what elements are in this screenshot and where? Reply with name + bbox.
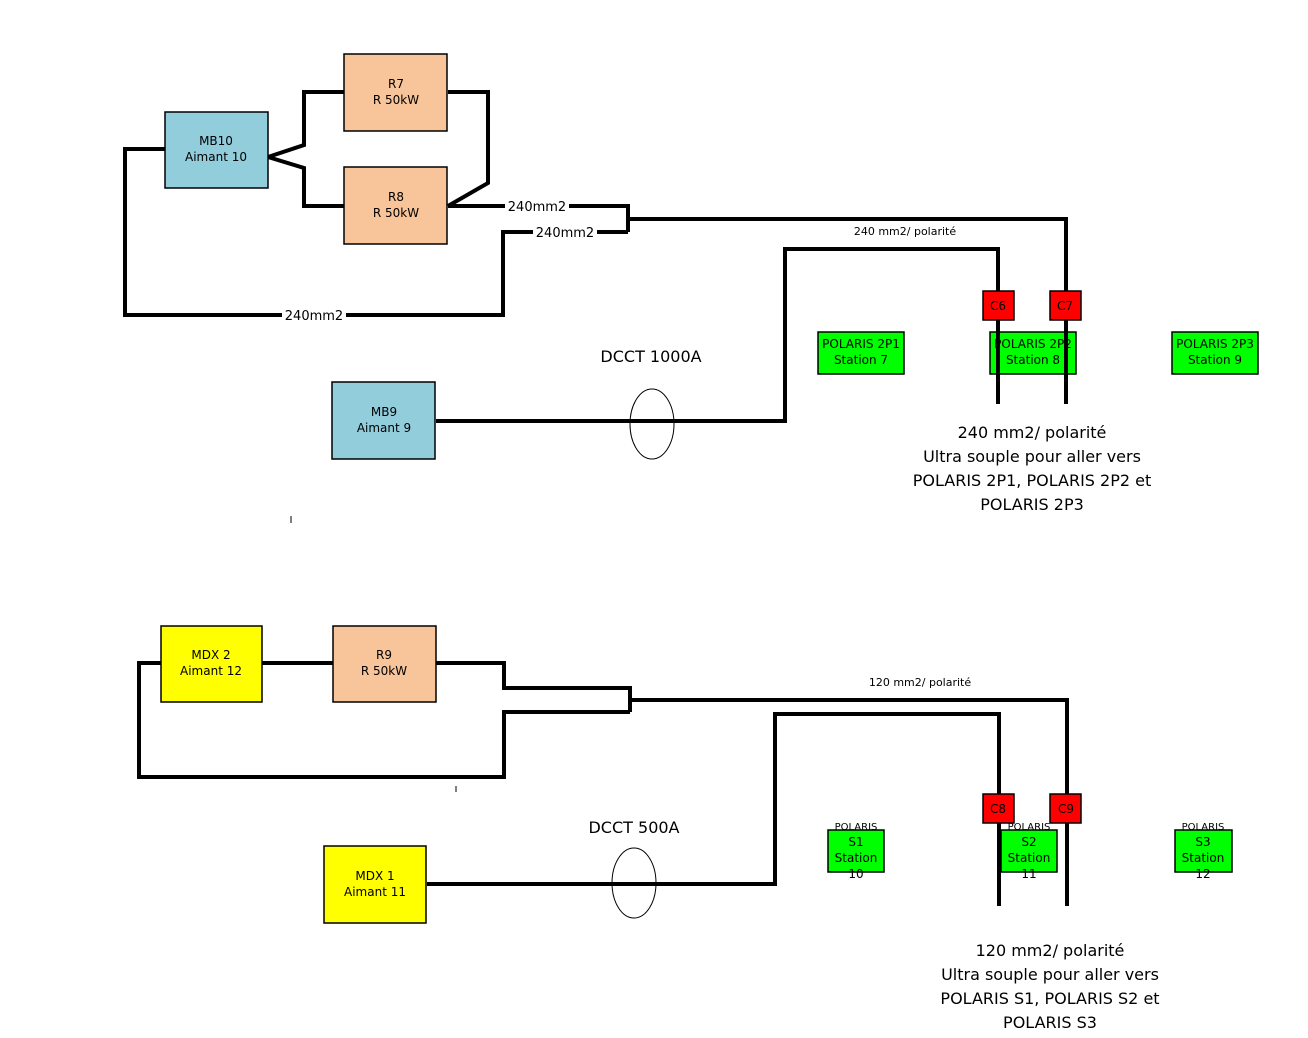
magnet-desc: Aimant 12: [180, 664, 242, 678]
resistor-rating: R 50kW: [361, 664, 407, 678]
station-polaris-s3[interactable]: POLARIS S3 Station 12: [1174, 822, 1233, 881]
cable-label-top: 240mm2: [508, 200, 566, 215]
magnet-name: MDX 1: [355, 869, 394, 883]
svg-text:POLARIS S1, POLARIS S2 et: POLARIS S1, POLARIS S2 et: [940, 989, 1159, 1008]
wire-r7-to-r8: [447, 90, 490, 208]
cable-run-label: 120 mm2/ polarité: [869, 676, 972, 689]
dcct-label: DCCT 500A: [588, 818, 679, 837]
magnet-desc: Aimant 9: [357, 421, 411, 435]
resistor-name: R9: [376, 648, 392, 662]
station-brand: POLARIS: [835, 822, 878, 833]
resistor-r9[interactable]: R9 R 50kW: [332, 625, 437, 703]
connector-c8[interactable]: C8: [982, 793, 1015, 824]
station-number: Station 8: [1006, 353, 1060, 367]
cable-label-bottom: 240mm2: [285, 309, 343, 324]
magnet-mb10[interactable]: MB10 Aimant 10: [164, 111, 269, 189]
resistor-name: R8: [388, 190, 404, 204]
station-name: POLARIS 2P3: [1176, 337, 1254, 351]
wire-r9-out: [436, 661, 632, 712]
station-name: S3: [1195, 835, 1210, 849]
cable-run-label: 240 mm2/ polarité: [854, 225, 957, 238]
circuit-1: 240mm2 240mm2 240mm2 240 mm2/ polarité M…: [123, 53, 1259, 523]
svg-text:Ultra souple pour aller vers: Ultra souple pour aller vers: [923, 447, 1141, 466]
magnet-mdx2[interactable]: MDX 2 Aimant 12: [160, 625, 263, 703]
station-name: POLARIS 2P1: [822, 337, 900, 351]
station-label: Station: [1008, 851, 1051, 865]
magnet-name: MB10: [199, 134, 233, 148]
station-polaris-2p2[interactable]: POLARIS 2P2 Station 8: [989, 331, 1077, 375]
connector-c7[interactable]: C7: [1049, 290, 1082, 321]
station-number: 10: [848, 867, 863, 881]
station-number: 11: [1021, 867, 1036, 881]
magnet-name: MB9: [371, 405, 397, 419]
station-number: Station 7: [834, 353, 888, 367]
connector-label: C6: [990, 299, 1006, 313]
resistor-name: R7: [388, 77, 404, 91]
magnet-name: MDX 2: [191, 648, 230, 662]
connector-label: C9: [1058, 802, 1074, 816]
circuit-2: 120 mm2/ polarité MDX 2 Aimant 12 R9 R 5…: [137, 625, 1233, 1032]
magnet-mdx1[interactable]: MDX 1 Aimant 11: [323, 845, 427, 924]
station-polaris-2p3[interactable]: POLARIS 2P3 Station 9: [1171, 331, 1259, 375]
magnet-desc: Aimant 10: [185, 150, 247, 164]
connector-label: C7: [1057, 299, 1073, 313]
dcct-sensor-icon[interactable]: [611, 847, 657, 919]
wire-dcct-run: [436, 247, 1000, 423]
wire-dcct-run-2: [427, 712, 1001, 906]
cable-label-mid: 240mm2: [536, 226, 594, 241]
cable-note-2: 120 mm2/ polarité Ultra souple pour alle…: [940, 941, 1159, 1032]
connector-label: C8: [990, 802, 1006, 816]
magnet-desc: Aimant 11: [344, 885, 406, 899]
svg-text:POLARIS 2P1, POLARIS 2P2 et: POLARIS 2P1, POLARIS 2P2 et: [913, 471, 1151, 490]
station-polaris-2p1[interactable]: POLARIS 2P1 Station 7: [817, 331, 905, 375]
station-label: Station: [835, 851, 878, 865]
resistor-rating: R 50kW: [373, 206, 419, 220]
connector-c9[interactable]: C9: [1049, 793, 1082, 824]
station-number: 12: [1195, 867, 1210, 881]
svg-text:240 mm2/ polarité: 240 mm2/ polarité: [958, 423, 1107, 442]
svg-text:Ultra souple pour aller vers: Ultra souple pour aller vers: [941, 965, 1159, 984]
svg-text:POLARIS 2P3: POLARIS 2P3: [980, 495, 1084, 514]
resistor-r7[interactable]: R7 R 50kW: [343, 53, 448, 132]
dcct-sensor-icon[interactable]: [629, 388, 675, 460]
dcct-label: DCCT 1000A: [600, 347, 701, 366]
resistor-r8[interactable]: R8 R 50kW: [343, 166, 448, 245]
station-name: S2: [1021, 835, 1036, 849]
magnet-mb9[interactable]: MB9 Aimant 9: [331, 381, 436, 460]
wire-mb10-to-r7: [267, 90, 344, 159]
station-polaris-s2[interactable]: POLARIS S2 Station 11: [1000, 822, 1058, 881]
station-name: POLARIS 2P2: [994, 337, 1072, 351]
wire-mdx2-loop: [137, 661, 630, 779]
station-brand: POLARIS: [1008, 822, 1051, 833]
wire-mb10-to-r8: [267, 155, 344, 208]
station-label: Station: [1182, 851, 1225, 865]
station-name: S1: [848, 835, 863, 849]
svg-text:POLARIS S3: POLARIS S3: [1003, 1013, 1097, 1032]
station-number: Station 9: [1188, 353, 1242, 367]
connector-c6[interactable]: C6: [982, 290, 1015, 321]
cable-note-1: 240 mm2/ polarité Ultra souple pour alle…: [913, 423, 1151, 514]
station-polaris-s1[interactable]: POLARIS S1 Station 10: [827, 822, 885, 881]
station-brand: POLARIS: [1182, 822, 1225, 833]
resistor-rating: R 50kW: [373, 93, 419, 107]
svg-text:120 mm2/ polarité: 120 mm2/ polarité: [976, 941, 1125, 960]
